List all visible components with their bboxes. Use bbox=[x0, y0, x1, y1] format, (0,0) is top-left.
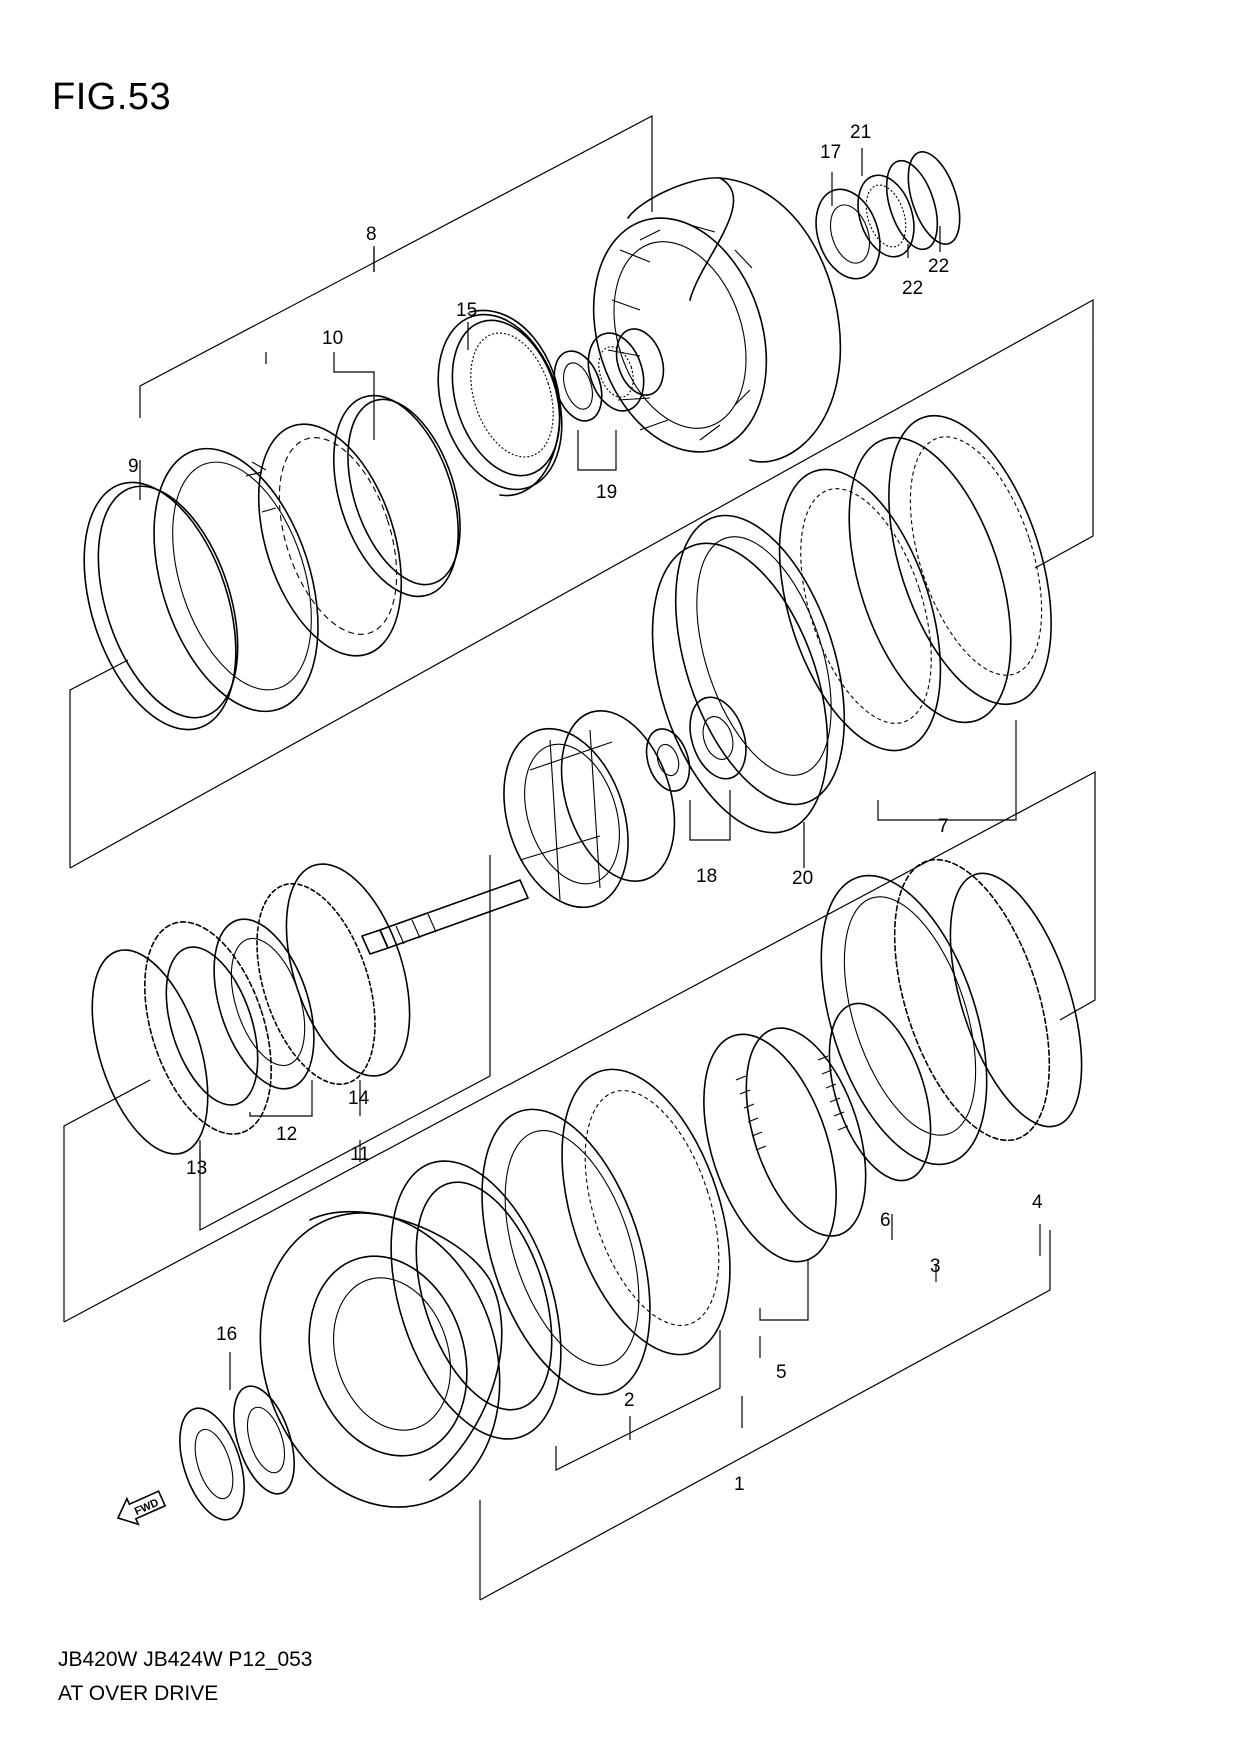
callout-9: 9 bbox=[128, 456, 139, 477]
ring-gear-15 bbox=[437, 309, 563, 497]
snap-ring-6 bbox=[828, 1002, 932, 1182]
callout-3: 3 bbox=[930, 1256, 941, 1277]
section-name-caption: AT OVER DRIVE bbox=[58, 1682, 219, 1705]
callout-12: 12 bbox=[276, 1124, 297, 1145]
snap-ring-9 bbox=[83, 481, 239, 731]
snap-ring-13 bbox=[91, 949, 209, 1155]
clutch-plate-3 bbox=[820, 858, 1051, 1166]
washers-16 bbox=[179, 1385, 295, 1521]
callout-19: 19 bbox=[596, 482, 617, 503]
model-code-caption: JB420W JB424W P12_053 bbox=[58, 1648, 313, 1671]
thrust-bearing-19 bbox=[553, 328, 665, 422]
callout-10: 10 bbox=[322, 328, 343, 349]
snap-ring-4 bbox=[949, 872, 1083, 1128]
one-way-clutch-10 bbox=[245, 394, 461, 657]
leader-lines bbox=[139, 148, 1041, 1471]
snap-ring-20 bbox=[651, 542, 829, 834]
callout-13: 13 bbox=[186, 1158, 207, 1179]
callout-8: 8 bbox=[366, 224, 377, 245]
callout-17: 17 bbox=[820, 142, 841, 163]
fwd-arrow-icon: FWD bbox=[116, 1490, 167, 1526]
callout-6: 6 bbox=[880, 1210, 891, 1231]
clutch-pack-7 bbox=[674, 414, 1052, 806]
planetary-carrier bbox=[503, 709, 676, 909]
piston-2 bbox=[390, 1068, 731, 1440]
callout-5: 5 bbox=[776, 1362, 787, 1383]
callout-16: 16 bbox=[216, 1324, 237, 1345]
sun-gear-12 bbox=[144, 918, 315, 1135]
drum-housing bbox=[592, 177, 842, 463]
callout-7: 7 bbox=[938, 816, 949, 837]
callout-1: 1 bbox=[734, 1474, 745, 1495]
bearing-race-17 bbox=[815, 188, 881, 280]
callout-21: 21 bbox=[850, 122, 871, 143]
callout-4: 4 bbox=[1032, 1192, 1043, 1213]
thrust-bearing-21 bbox=[857, 174, 915, 258]
callout-22-a: 22 bbox=[928, 256, 949, 277]
return-spring-5 bbox=[703, 1027, 867, 1263]
clutch-ring-sprag bbox=[153, 447, 319, 713]
callout-22-b: 22 bbox=[902, 278, 923, 299]
assembly-frame-11 bbox=[63, 770, 1096, 1323]
callout-18: 18 bbox=[696, 866, 717, 887]
callout-15: 15 bbox=[456, 300, 477, 321]
thrust-washers-18 bbox=[645, 696, 747, 792]
callouts: 8 10 15 9 17 21 22 22 19 7 18 20 14 12 1… bbox=[128, 122, 1043, 1495]
callout-14: 14 bbox=[348, 1088, 370, 1109]
clutch-drum-1 bbox=[259, 1211, 503, 1508]
callout-20: 20 bbox=[792, 868, 813, 889]
callout-2: 2 bbox=[624, 1390, 635, 1411]
clutch-hub-14 bbox=[256, 863, 411, 1086]
assembly-frame-1 bbox=[479, 1230, 1051, 1601]
assembly-frame-8 bbox=[69, 115, 1094, 869]
input-shaft bbox=[361, 879, 529, 955]
callout-11: 11 bbox=[350, 1144, 370, 1165]
snap-rings-22 bbox=[885, 151, 961, 251]
figure-title: FIG.53 bbox=[52, 76, 172, 118]
